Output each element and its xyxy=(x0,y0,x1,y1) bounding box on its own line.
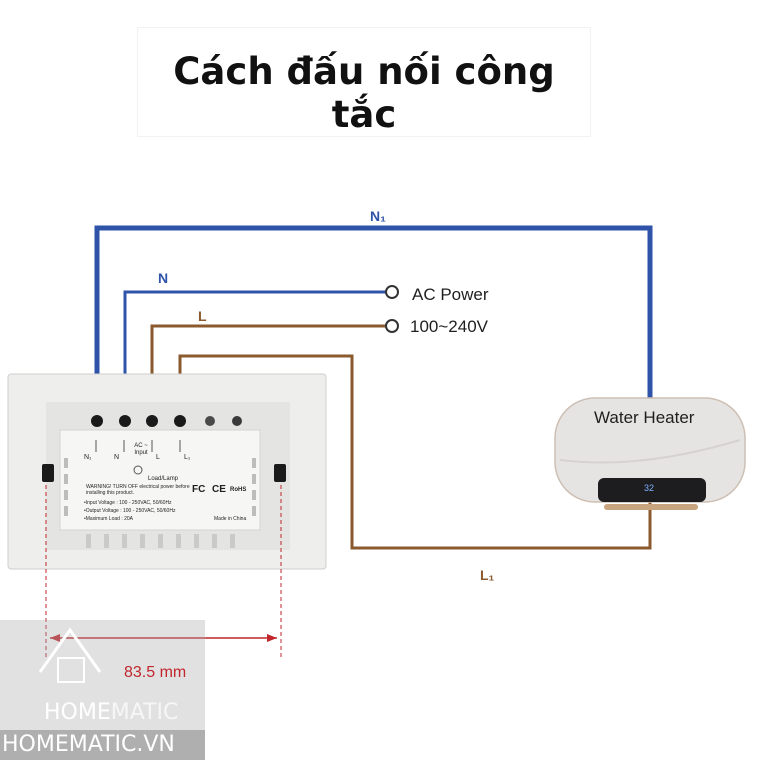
brand-home: HOME xyxy=(44,700,111,725)
rohs-mark: RoHS xyxy=(230,487,247,493)
title-panel xyxy=(138,28,590,136)
ac-power-label: AC Power xyxy=(412,285,489,304)
heater-display: 32 xyxy=(644,483,655,493)
ac-input-label: AC ~ Input xyxy=(134,443,148,456)
l-wire-label: L xyxy=(198,308,207,324)
load-lamp-label: Load/Lamp xyxy=(148,476,179,482)
watermark-bar xyxy=(0,730,205,760)
n1-wire xyxy=(94,225,653,418)
made-in-text: Made in China xyxy=(214,516,247,522)
terminal-l1-label: L₁ xyxy=(184,454,191,461)
dimension-label: 83.5 mm xyxy=(124,664,187,681)
water-heater xyxy=(554,397,746,510)
l1-wire-label: L₁ xyxy=(480,567,495,583)
dimension-marker xyxy=(45,485,282,660)
terminal-n-label: N xyxy=(114,454,120,461)
n1-wire-label: N₁ xyxy=(370,208,386,224)
max-load-text: •Maximum Load : 20A xyxy=(84,516,133,522)
terminal-n1-label: N₁ xyxy=(84,454,92,461)
terminal-l-label: L xyxy=(156,454,160,461)
brand-matic: MATIC xyxy=(110,700,179,725)
ce-mark: CE xyxy=(212,484,226,495)
site-url: HOMEMATIC.VN xyxy=(2,732,175,757)
water-heater-label: Water Heater xyxy=(594,408,695,427)
fc-mark: FC xyxy=(192,484,206,495)
voltage-label: 100~240V xyxy=(410,317,488,336)
ac-terminal-l xyxy=(385,319,399,333)
page-title: Cách đấu nối công tắc xyxy=(173,50,555,136)
switch-back-plate xyxy=(7,373,327,570)
output-voltage-text: •Output Voltage : 100 - 250VAC, 50/60Hz xyxy=(84,508,176,514)
l1-wire xyxy=(178,354,652,550)
warning-text: WARNING! TURN OFF electrical power befor… xyxy=(86,484,190,496)
n-wire-label: N xyxy=(158,270,169,286)
ac-terminal-n xyxy=(385,285,399,299)
input-voltage-text: •Input Voltage : 100 - 250VAC, 50/60Hz xyxy=(84,500,172,506)
brand-wordmark: HOMEMATIC xyxy=(44,700,178,725)
